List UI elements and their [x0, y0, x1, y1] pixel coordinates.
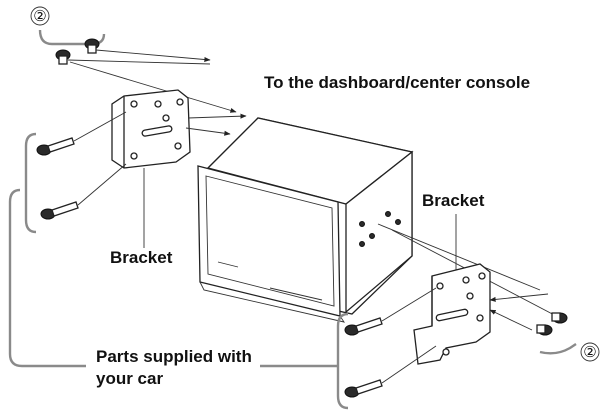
parts-brace-left [8, 188, 86, 368]
bracket-icon [413, 263, 491, 365]
callout-2-bottom-number: ② [583, 343, 596, 361]
bracket-right-label: Bracket [422, 191, 485, 210]
callout-2-top: ② [30, 6, 106, 46]
guide-line [381, 287, 437, 322]
bolt-icon [536, 324, 553, 336]
destination-label: To the dashboard/center console [264, 73, 530, 92]
screw-icon [344, 379, 383, 398]
guide-line [67, 59, 211, 65]
right-screws-brace [336, 312, 349, 410]
guide-line [377, 223, 541, 291]
screw-icon [36, 137, 75, 156]
bolt-icon [84, 38, 100, 54]
callout-top-bracket-line [38, 29, 106, 46]
arrow-icon [69, 61, 237, 113]
left-screws-brace [24, 132, 37, 234]
callout-bottom-bracket-line [539, 343, 577, 355]
bolt-icon [55, 49, 71, 65]
guide-line [381, 345, 437, 384]
arrow-icon [489, 293, 549, 302]
callout-2-bottom: ② [539, 342, 600, 362]
parts-label-line2: your car [96, 369, 163, 388]
guide-line [77, 163, 127, 206]
callout-2-top-number: ② [33, 7, 46, 25]
arrow-icon [185, 127, 231, 136]
head-unit-icon [197, 117, 414, 323]
arrow-icon [95, 49, 211, 63]
arrow-icon [489, 309, 533, 331]
bracket-left-label: Bracket [110, 248, 173, 267]
screw-icon [40, 201, 79, 220]
arrow-icon [187, 113, 247, 119]
parts-label-line1: Parts supplied with [96, 347, 252, 366]
guide-line [73, 111, 127, 142]
screw-icon [344, 317, 383, 336]
bolt-icon [551, 312, 568, 324]
bracket-icon [111, 89, 191, 169]
